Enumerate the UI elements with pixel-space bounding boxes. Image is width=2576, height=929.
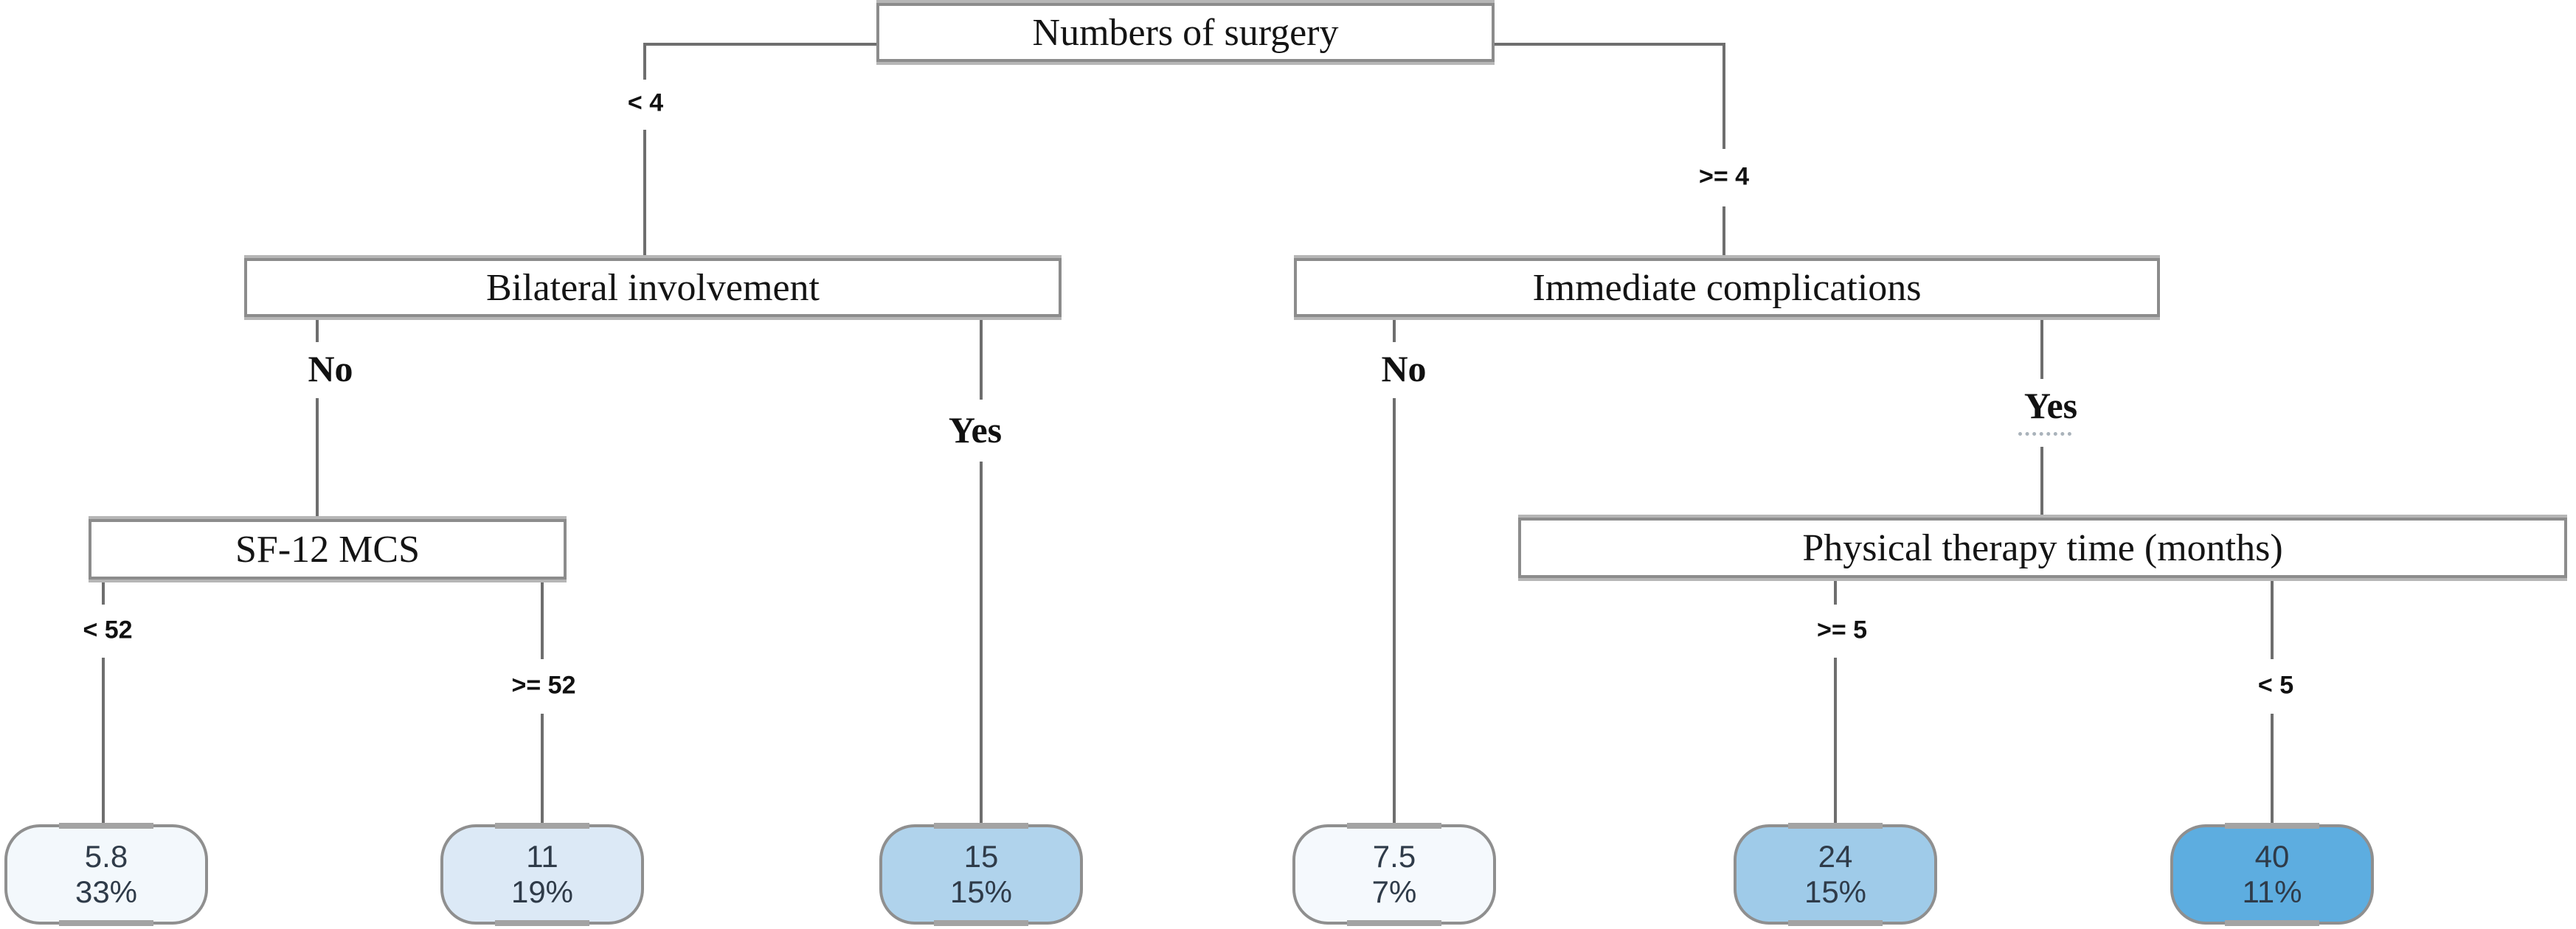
connector-line (1834, 578, 1837, 605)
connector-line (316, 317, 319, 342)
branch-label-pt-lt5: < 5 (2253, 669, 2299, 702)
connector-line (643, 130, 646, 258)
connector-line (541, 580, 544, 659)
decision-node-sf12-mcs: SF-12 MCS (89, 519, 567, 580)
leaf-bottom-notch (59, 920, 153, 926)
leaf-value: 7.5 (1372, 838, 1416, 874)
connector-line (2271, 714, 2274, 824)
decision-node-bilateral-involvement: Bilateral involvement (244, 258, 1062, 317)
leaf-node: 11 19% (440, 823, 644, 926)
leaf-top-notch (934, 823, 1028, 829)
leaf-top-notch (1788, 823, 1883, 829)
leaf-bottom-notch (495, 920, 589, 926)
leaf-top-notch (495, 823, 589, 829)
branch-label-root-left: < 4 (623, 87, 668, 119)
leaf-percent: 19% (510, 874, 574, 909)
connector-line (541, 714, 544, 824)
connector-line (1393, 398, 1396, 824)
decision-node-physical-therapy-time: Physical therapy time (months) (1518, 518, 2567, 578)
leaf-value: 24 (1818, 838, 1853, 874)
connector-line (1393, 317, 1396, 342)
decision-node-immediate-complications: Immediate complications (1294, 258, 2160, 317)
branch-label-bilateral-yes: Yes (944, 407, 1007, 453)
leaf-value: 40 (2254, 838, 2290, 874)
leaf-bottom-notch (2225, 920, 2319, 926)
leaf-percent: 7% (1371, 874, 1417, 909)
connector-line (1834, 658, 1837, 824)
branch-label-bilateral-no: No (303, 346, 358, 392)
decision-node-root: Numbers of surgery (876, 3, 1495, 62)
connector-line (643, 43, 876, 46)
connector-line (102, 658, 105, 824)
leaf-top-notch (1347, 823, 1441, 829)
connector-line (316, 398, 319, 519)
leaf-node: 5.8 33% (4, 823, 208, 926)
leaf-percent: 33% (75, 874, 138, 909)
branch-label-immediate-yes: Yes (2019, 383, 2082, 428)
connector-line (643, 43, 646, 80)
leaf-bottom-notch (1788, 920, 1883, 926)
connector-line (2271, 578, 2274, 659)
dotted-mark (2018, 432, 2071, 436)
leaf-node: 40 11% (2170, 823, 2374, 926)
connector-line (1722, 206, 1725, 258)
connector-line (1495, 43, 1724, 46)
connector-line (980, 317, 983, 400)
leaf-top-notch (59, 823, 153, 829)
leaf-value: 5.8 (84, 838, 128, 874)
connector-line (2040, 447, 2043, 518)
branch-label-pt-ge5: >= 5 (1812, 614, 1872, 647)
branch-label-sf12-lt52: < 52 (78, 614, 137, 647)
leaf-node: 24 15% (1734, 823, 1937, 926)
leaf-value: 11 (526, 838, 558, 874)
leaf-node: 7.5 7% (1292, 823, 1496, 926)
leaf-percent: 11% (2242, 874, 2302, 909)
connector-line (2040, 317, 2043, 379)
leaf-value: 15 (963, 838, 999, 874)
leaf-top-notch (2225, 823, 2319, 829)
connector-line (1722, 43, 1725, 149)
branch-label-root-right: >= 4 (1694, 161, 1754, 193)
leaf-node: 15 15% (879, 823, 1083, 926)
connector-line (980, 462, 983, 824)
leaf-percent: 15% (949, 874, 1013, 909)
leaf-bottom-notch (1347, 920, 1441, 926)
leaf-percent: 15% (1804, 874, 1867, 909)
connector-line (102, 580, 105, 605)
branch-label-immediate-no: No (1377, 346, 1431, 392)
leaf-bottom-notch (934, 920, 1028, 926)
branch-label-sf12-ge52: >= 52 (507, 669, 581, 702)
